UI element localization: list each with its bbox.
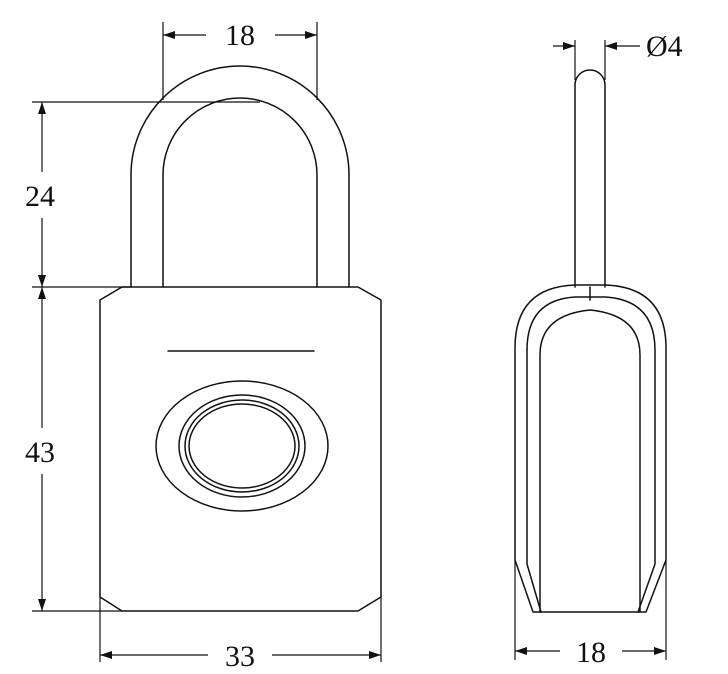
side-shackle-rod	[574, 69, 606, 288]
dim-body-height: 43	[25, 287, 122, 612]
dim-shackle-height: 24	[25, 101, 260, 288]
side-view	[514, 69, 667, 613]
dim-label-shackle-diameter: Ø4	[646, 30, 683, 63]
dim-label-body-height: 43	[25, 436, 55, 469]
dim-shackle-diameter: Ø4	[553, 30, 683, 80]
dim-label-side-thickness: 18	[576, 636, 606, 669]
dim-shackle-width: 18	[162, 19, 318, 100]
dim-label-body-width: 33	[225, 640, 255, 673]
front-lock-body	[99, 286, 382, 612]
dim-label-shackle-width: 18	[225, 19, 255, 52]
front-view	[99, 65, 382, 612]
dim-side-thickness: 18	[514, 560, 667, 669]
side-lock-body	[514, 284, 667, 613]
dim-label-shackle-height: 24	[25, 180, 55, 213]
front-shackle	[130, 65, 350, 288]
fingerprint-sensor	[155, 380, 329, 512]
dim-body-width: 33	[99, 597, 382, 673]
